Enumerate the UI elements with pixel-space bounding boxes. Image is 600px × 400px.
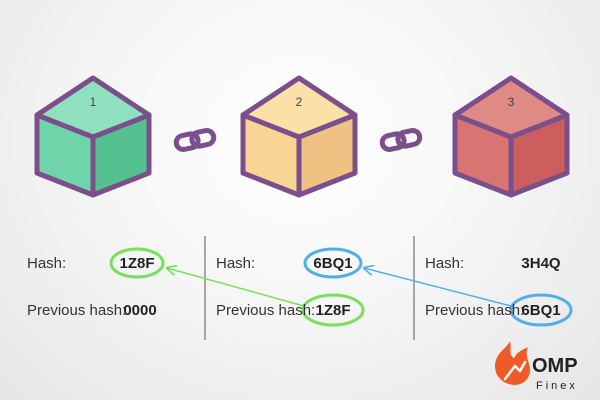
chain-link-icon — [379, 128, 423, 152]
block-3-hash-value: 3H4Q — [521, 255, 561, 272]
omp-finex-logo: OMP Finex — [494, 341, 578, 392]
block-1-prev-hash-value: 0000 — [123, 302, 156, 319]
hash-link-arrow-2-to-3 — [364, 268, 512, 307]
prev-hash-3-highlight — [509, 293, 573, 327]
chain-link-icon — [173, 128, 217, 152]
logo-title: OMP — [532, 355, 578, 377]
hash-1-highlight — [109, 247, 165, 279]
block-2-prev-hash-label: Previous hash: — [216, 302, 315, 319]
block-1-hash-label: Hash: — [27, 255, 66, 272]
block-3-hash-label: Hash: — [425, 255, 464, 272]
block-1-cube: 1 — [34, 75, 152, 198]
block-2-cube: 2 — [240, 75, 358, 198]
block-3-number: 3 — [508, 95, 515, 109]
block-3-cube: 3 — [452, 75, 570, 198]
hash-link-arrow-1-to-2 — [167, 268, 305, 307]
cube-1-top-face — [34, 75, 152, 140]
block-3-prev-hash-label: Previous hash: — [425, 302, 524, 319]
cube-3-top-face — [452, 75, 570, 140]
block-2-hash-value: 6BQ1 — [313, 255, 352, 272]
block-3-prev-hash-value: 6BQ1 — [521, 302, 560, 319]
hash-2-highlight — [303, 247, 363, 279]
block-1-prev-hash-label: Previous hash: — [27, 302, 126, 319]
prev-hash-2-highlight — [301, 293, 365, 327]
block-1-number: 1 — [90, 95, 97, 109]
block-2-hash-label: Hash: — [216, 255, 255, 272]
block-2-prev-hash-value: 1Z8F — [315, 302, 350, 319]
flame-logo-icon — [494, 341, 530, 385]
block-1-hash-value: 1Z8F — [119, 255, 154, 272]
cube-2-top-face — [240, 75, 358, 140]
block-2-number: 2 — [296, 95, 303, 109]
logo-subtitle: Finex — [536, 380, 578, 392]
